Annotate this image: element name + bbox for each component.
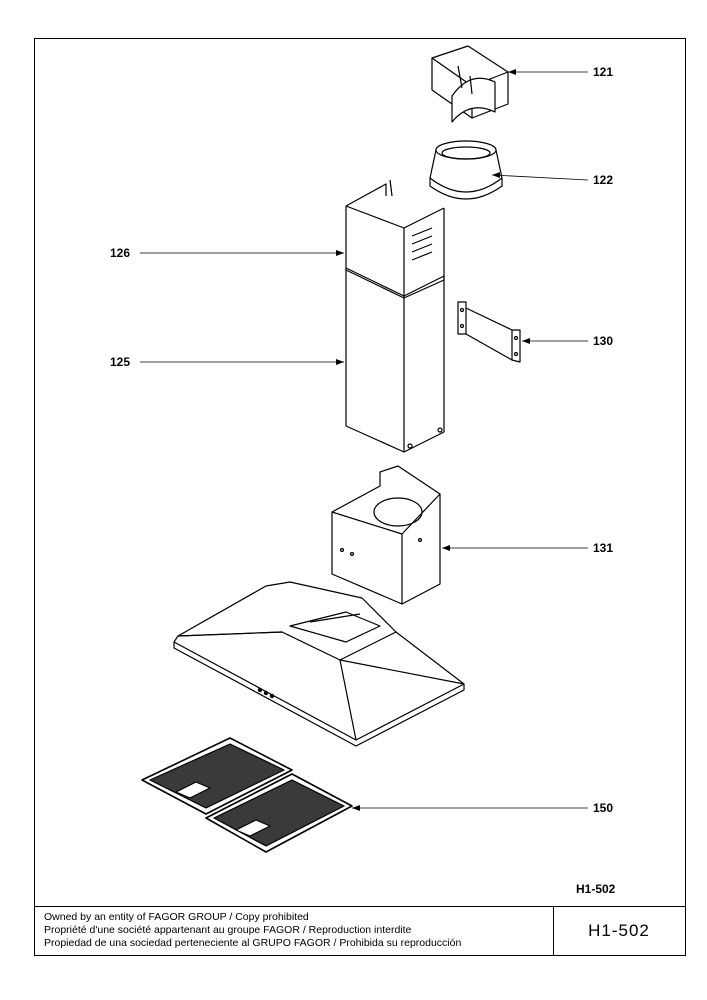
callout-150: 150 — [593, 801, 614, 815]
leader-122 — [491, 174, 589, 181]
leader-arrows — [336, 69, 530, 811]
copyright-notice: Owned by an entity of FAGOR GROUP / Copy… — [44, 911, 461, 950]
callout-125: 125 — [110, 355, 131, 369]
sheet-code: H1-502 — [576, 882, 616, 896]
title-block: Owned by an entity of FAGOR GROUP / Copy… — [34, 906, 686, 956]
callout-122: 122 — [593, 173, 614, 187]
callout-130: 130 — [593, 334, 614, 348]
part-122-reducer-ring — [429, 140, 503, 200]
callout-126: 126 — [110, 246, 131, 260]
part-125-lower-chimney — [345, 267, 445, 453]
copyright-line-fr: Propriété d'une société appartenant au g… — [44, 924, 412, 936]
callout-131: 131 — [593, 541, 614, 555]
part-126-upper-chimney — [345, 179, 445, 299]
hood-canopy — [173, 581, 465, 747]
leader-lines — [140, 71, 589, 809]
drawing-number: H1-502 — [588, 921, 650, 940]
drawing-frame — [34, 38, 686, 956]
copyright-line-en: Owned by an entity of FAGOR GROUP / Copy… — [44, 911, 309, 923]
title-block-divider — [553, 907, 554, 955]
part-130-wall-bracket — [457, 301, 521, 363]
copyright-line-es: Propiedad de una sociedad perteneciente … — [44, 937, 462, 949]
callout-121: 121 — [593, 65, 614, 79]
part-121-duct-connector — [431, 45, 509, 123]
part-150-grease-filters — [141, 737, 353, 853]
part-131-motor-housing — [331, 465, 441, 605]
